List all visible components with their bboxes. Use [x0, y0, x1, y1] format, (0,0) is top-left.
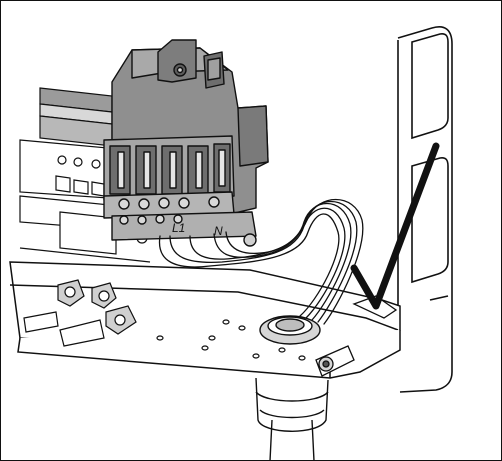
housing-right-wall	[397, 26, 453, 393]
cable-gland	[255, 315, 329, 461]
tray-holes	[156, 319, 306, 361]
check-mark-icon	[350, 142, 440, 310]
tray-clips	[23, 279, 137, 347]
label-neutral-n: N	[214, 224, 223, 238]
terminal-block	[103, 39, 269, 247]
label-line-l1: L1	[172, 221, 185, 235]
